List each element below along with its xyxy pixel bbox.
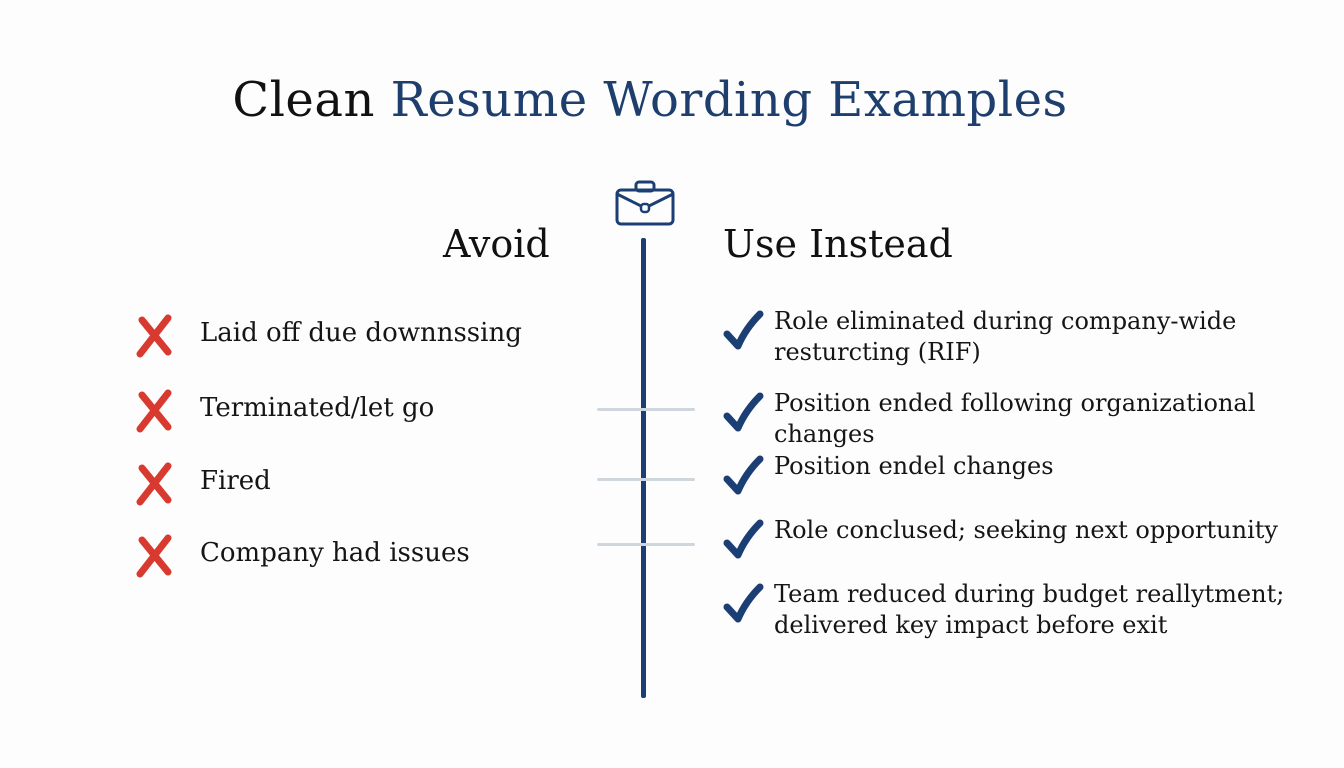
use-instead-item-label: Role eliminated during company-wide rest… xyxy=(774,307,1237,366)
use-instead-item-label: Position endel changes xyxy=(774,452,1054,480)
use-instead-heading: Use Instead xyxy=(723,222,953,266)
avoid-item-label: Fired xyxy=(200,466,271,496)
x-mark-icon xyxy=(136,534,172,578)
avoid-heading: Avoid xyxy=(443,222,550,266)
check-mark-icon xyxy=(723,392,764,432)
divider-tick xyxy=(597,478,695,481)
use-instead-item: Role conclused; seeking next opportunity xyxy=(722,516,1278,561)
use-instead-item: Position ended following organizational … xyxy=(722,389,1344,450)
x-mark-icon xyxy=(136,462,172,506)
avoid-item: Company had issues xyxy=(134,534,470,578)
use-instead-item: Role eliminated during company-wide rest… xyxy=(722,307,1236,368)
x-mark-icon xyxy=(136,389,172,433)
divider-tick xyxy=(597,408,695,411)
avoid-item-label: Terminated/let go xyxy=(200,393,435,423)
use-instead-item-label: Position ended following organizational … xyxy=(774,389,1256,448)
check-mark-icon xyxy=(723,583,764,623)
page-title: Clean Resume Wording Examples xyxy=(0,72,1300,128)
check-mark-icon xyxy=(723,310,764,350)
avoid-item-label: Laid off due downnssing xyxy=(200,318,522,348)
title-part-main: Resume Wording Examples xyxy=(390,72,1068,128)
avoid-item: Laid off due downnssing xyxy=(134,314,522,358)
x-mark-icon xyxy=(136,314,172,358)
avoid-item: Fired xyxy=(134,462,271,506)
center-divider-line xyxy=(641,238,646,698)
use-instead-item-label: Team reduced during budget reallytment; … xyxy=(774,580,1285,639)
title-part-clean: Clean xyxy=(232,72,375,128)
use-instead-item-label: Role conclused; seeking next opportunity xyxy=(774,516,1278,544)
check-mark-icon xyxy=(723,455,764,495)
use-instead-item: Team reduced during budget reallytment; … xyxy=(722,580,1284,641)
check-mark-icon xyxy=(723,519,764,559)
use-instead-item: Position endel changes xyxy=(722,452,1054,497)
avoid-item: Terminated/let go xyxy=(134,389,434,433)
briefcase-icon xyxy=(615,180,675,226)
avoid-item-label: Company had issues xyxy=(200,538,470,568)
divider-tick xyxy=(597,543,695,546)
